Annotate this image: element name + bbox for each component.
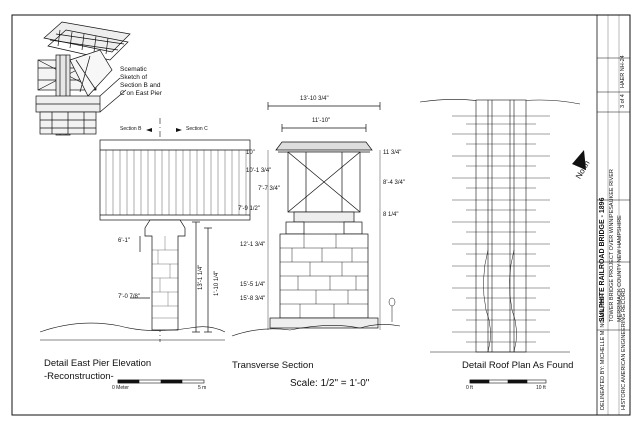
transverse-dim-a: 10'-1 3/4" [246, 168, 272, 174]
schematic-caption-line: C on East Pier [120, 90, 162, 97]
transverse-dim-r1: 11 3/4" [383, 150, 402, 156]
east-pier-dim-2: 7'-0 7/8" [118, 294, 140, 300]
transverse-dim-r2: 8'-4 3/4" [383, 180, 405, 186]
roof-plan-scale-right: 10 ft [536, 385, 546, 391]
east-pier-subtitle: -Reconstruction- [44, 371, 114, 382]
east-pier-dim-3: 13'-1 1/4" [198, 264, 204, 290]
schematic-caption-line: Section B and [120, 82, 161, 89]
title-block-survey: HAER NH-24 [620, 55, 626, 88]
transverse-dim-10: 10" [246, 150, 255, 156]
section-c-label: Section C [186, 126, 208, 132]
roof-plan-scale-left: 0 ft [466, 385, 473, 391]
transverse-title: Transverse Section [232, 360, 314, 371]
roof-plan [419, 99, 581, 353]
transverse-dim-second: 11'-10" [312, 118, 331, 124]
east-pier-dim-4: 1'-10 1/4" [214, 270, 220, 296]
east-pier-scale-left: 0 Meter [112, 385, 129, 391]
title-block-subtitle-1: TOWER BRIDGE PROJECT OVER WINNIPESAUKEE … [609, 169, 615, 322]
schematic-caption: Scematic Sketch of Section B and C on Ea… [120, 66, 162, 98]
transverse-dim-f: 15'-8 3/4" [240, 296, 266, 302]
schematic-caption-line: Sketch of [120, 74, 148, 81]
section-b-label: Section B [120, 126, 142, 132]
schematic-sketch [35, 21, 131, 136]
title-block-office: HISTORIC AMERICAN ENGINEERING RECORD [621, 288, 627, 410]
east-pier-dim-1: 6'-1" [118, 238, 130, 244]
transverse-dim-r3: 8 1/4" [383, 212, 399, 218]
transverse-dim-b: 7'-7 3/4" [258, 186, 280, 192]
title-block-drawn-by: DELINEATED BY: MICHELLE M. NOLAN, 2004 [600, 293, 606, 410]
east-pier-elevation [39, 139, 251, 341]
transverse-dim-e: 15'-5 1/4" [240, 282, 266, 288]
scale-bar-east-pier [117, 379, 205, 384]
transverse-dim-c: 7'-9 1/2" [238, 206, 260, 212]
scale-note: Scale: 1/2" = 1'-0" [290, 378, 370, 389]
scale-bar-roof-plan [469, 379, 547, 384]
transverse-section [231, 102, 401, 337]
schematic-caption-line: Scematic [120, 66, 147, 73]
east-pier-scale-right: 5 m [198, 385, 207, 391]
roof-plan-title: Detail Roof Plan As Found [462, 360, 574, 371]
east-pier-title: Detail East Pier Elevation [44, 358, 152, 369]
transverse-dim-d: 12'-1 3/4" [240, 242, 266, 248]
transverse-dim-top: 13'-10 3/4" [300, 96, 329, 102]
title-block-sheet: 3 of 4 [620, 94, 626, 108]
north-arrow-icon [572, 150, 586, 170]
title-block-frame [596, 14, 631, 416]
